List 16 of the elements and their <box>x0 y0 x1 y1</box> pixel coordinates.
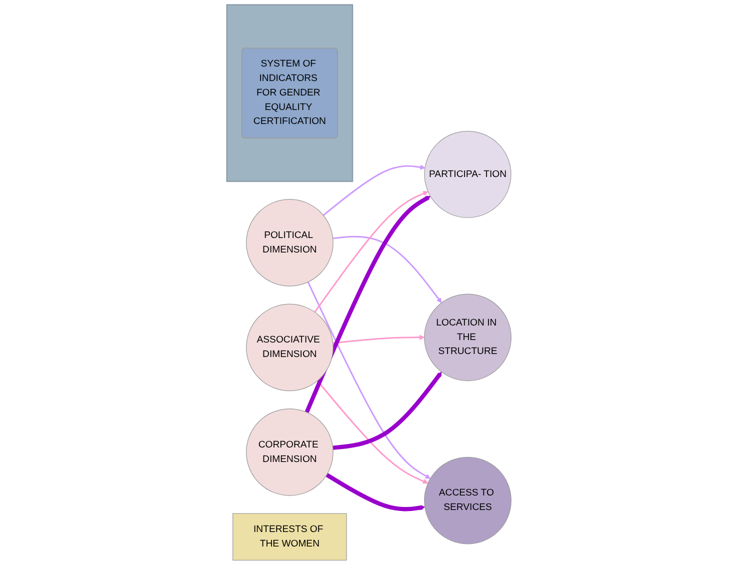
node-circle: POLITICAL DIMENSION <box>246 199 334 286</box>
node-box: INTERESTS OF THE WOMEN <box>232 513 347 560</box>
node-circle: ACCESS TO SERVICES <box>424 456 512 544</box>
arrow <box>314 191 428 313</box>
node-circle: ASSOCIATIVE DIMENSION <box>246 304 334 392</box>
arrow <box>326 473 426 512</box>
arrow <box>332 334 425 344</box>
arrow <box>307 282 431 479</box>
node-circle: LOCATION IN THE STRUCTURE <box>424 294 512 382</box>
arrow <box>332 372 442 450</box>
node-circle: PARTICIPA- TION <box>424 130 512 218</box>
arrow <box>322 164 426 216</box>
arrow <box>332 236 442 304</box>
node-circle: CORPORATE DIMENSION <box>246 408 334 496</box>
cluster <box>226 4 354 182</box>
arrow <box>304 196 431 414</box>
